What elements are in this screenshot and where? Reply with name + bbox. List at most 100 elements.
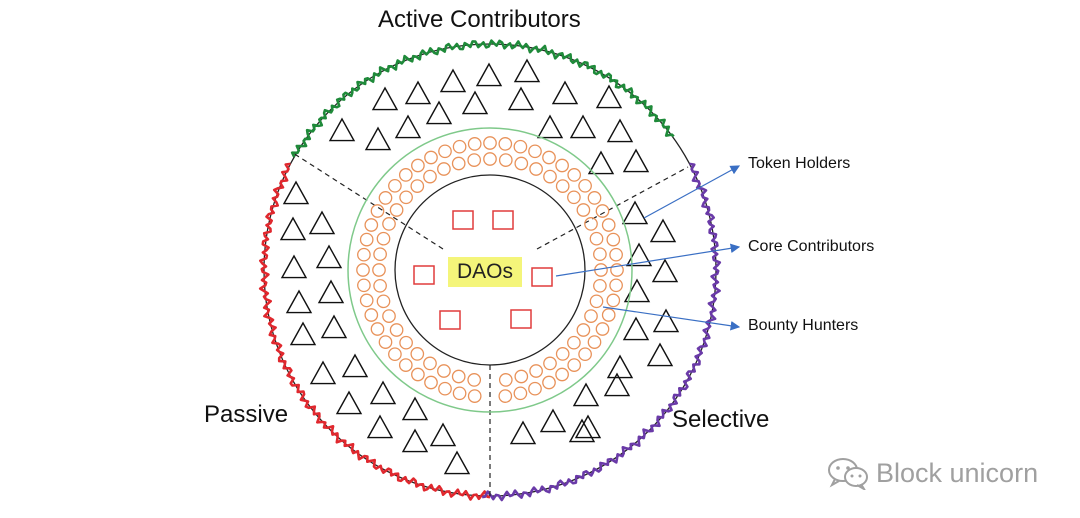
contributor-circle [423, 169, 437, 184]
contributor-circle [423, 356, 437, 371]
triangle-icon [606, 118, 634, 143]
contributor-circle [451, 156, 466, 171]
triangle-icon [366, 414, 394, 439]
triangle-icon [279, 216, 307, 241]
bounty-square [413, 265, 435, 285]
bounty-square [510, 309, 532, 329]
bounty-squares [413, 210, 553, 330]
contributor-circle [528, 144, 542, 159]
contributor-circle [359, 232, 374, 247]
core-contributor-circles [356, 136, 624, 403]
contributor-circle [410, 179, 425, 193]
contributor-circle [567, 335, 581, 350]
contributor-circle [398, 168, 413, 182]
contributor-circle [376, 294, 391, 309]
contributor-circle [606, 293, 621, 308]
contributor-circle [389, 203, 404, 217]
center-label: DAOs [448, 257, 522, 287]
triangle-icon [649, 218, 677, 243]
contributor-circle [528, 381, 542, 396]
triangle-icon [401, 396, 429, 421]
contributor-circle [529, 364, 543, 378]
triangle-icon [309, 360, 337, 385]
contributor-circle [378, 335, 393, 349]
contributor-circle [584, 309, 598, 323]
contributor-circle [382, 217, 396, 231]
contributor-circle [483, 152, 497, 166]
contributor-circle [555, 347, 570, 361]
triangle-icon [551, 80, 579, 105]
triangle-icon [401, 428, 429, 453]
triangle-icon [341, 353, 369, 378]
contributor-circle [498, 373, 513, 387]
contributor-circle [593, 247, 607, 262]
contributor-circle [542, 375, 556, 390]
contributor-circle [378, 191, 393, 205]
contributor-circle [514, 369, 529, 384]
contributor-circle [610, 263, 624, 277]
contributor-circle [364, 218, 379, 232]
contributor-circle [399, 190, 413, 205]
triangle-icon [289, 321, 317, 346]
contributor-circle [451, 369, 466, 384]
contributor-circle [542, 150, 556, 165]
callout-bounty-hunters: Bounty Hunters [748, 317, 859, 334]
contributor-circle [498, 137, 513, 151]
triangle-icon [587, 150, 615, 175]
contributor-circle [578, 178, 592, 193]
contributor-circle [452, 386, 467, 401]
contributor-circle [529, 162, 543, 176]
triangle-icon [280, 254, 308, 279]
triangle-icon [429, 422, 457, 447]
contributor-circle [370, 322, 385, 336]
triangle-icon [425, 100, 453, 125]
contributor-circle [587, 335, 602, 349]
triangle-icon [652, 308, 680, 333]
contributor-circle [567, 358, 582, 372]
contributor-circle [411, 158, 425, 173]
contributor-circle [438, 144, 452, 159]
active-arc [290, 39, 675, 158]
contributor-circle [388, 347, 402, 362]
callout-arrows [555, 165, 741, 331]
bounty-square [439, 310, 461, 330]
sector-label-selective: Selective [672, 406, 770, 433]
bounty-square [452, 210, 474, 230]
triangle-icon [443, 450, 471, 475]
contributor-circle [372, 263, 386, 277]
contributor-circle [543, 169, 557, 184]
contributor-circle [437, 162, 451, 176]
callout-arrow [555, 243, 741, 277]
contributor-circle [373, 278, 387, 293]
contributor-circle [593, 278, 607, 293]
contributor-circle [424, 375, 438, 390]
contributor-circle [576, 323, 591, 337]
outer-colored-arcs [258, 39, 722, 502]
contributor-circle [483, 136, 497, 150]
triangle-icon [536, 114, 564, 139]
contributor-circle [467, 389, 482, 403]
contributor-circle [567, 168, 582, 182]
callout-arrow [602, 306, 741, 331]
triangle-icon [308, 210, 336, 235]
contributor-circle [373, 247, 387, 262]
contributor-circle [555, 179, 570, 193]
contributor-circle [388, 178, 402, 193]
contributor-circle [601, 218, 616, 232]
triangle-icon [404, 80, 432, 105]
contributor-circle [467, 153, 482, 167]
contributor-circle [398, 358, 413, 372]
contributor-circle [411, 367, 425, 382]
contributor-circle [410, 347, 425, 361]
contributor-circle [357, 247, 371, 262]
selective-arc [481, 162, 722, 502]
sector-dividers [292, 152, 689, 496]
contributor-circle [567, 190, 581, 205]
contributor-circle [589, 231, 604, 246]
triangle-icon [335, 390, 363, 415]
triangle-icon [622, 148, 650, 173]
triangle-icon [328, 117, 356, 142]
contributor-circle [438, 381, 452, 396]
